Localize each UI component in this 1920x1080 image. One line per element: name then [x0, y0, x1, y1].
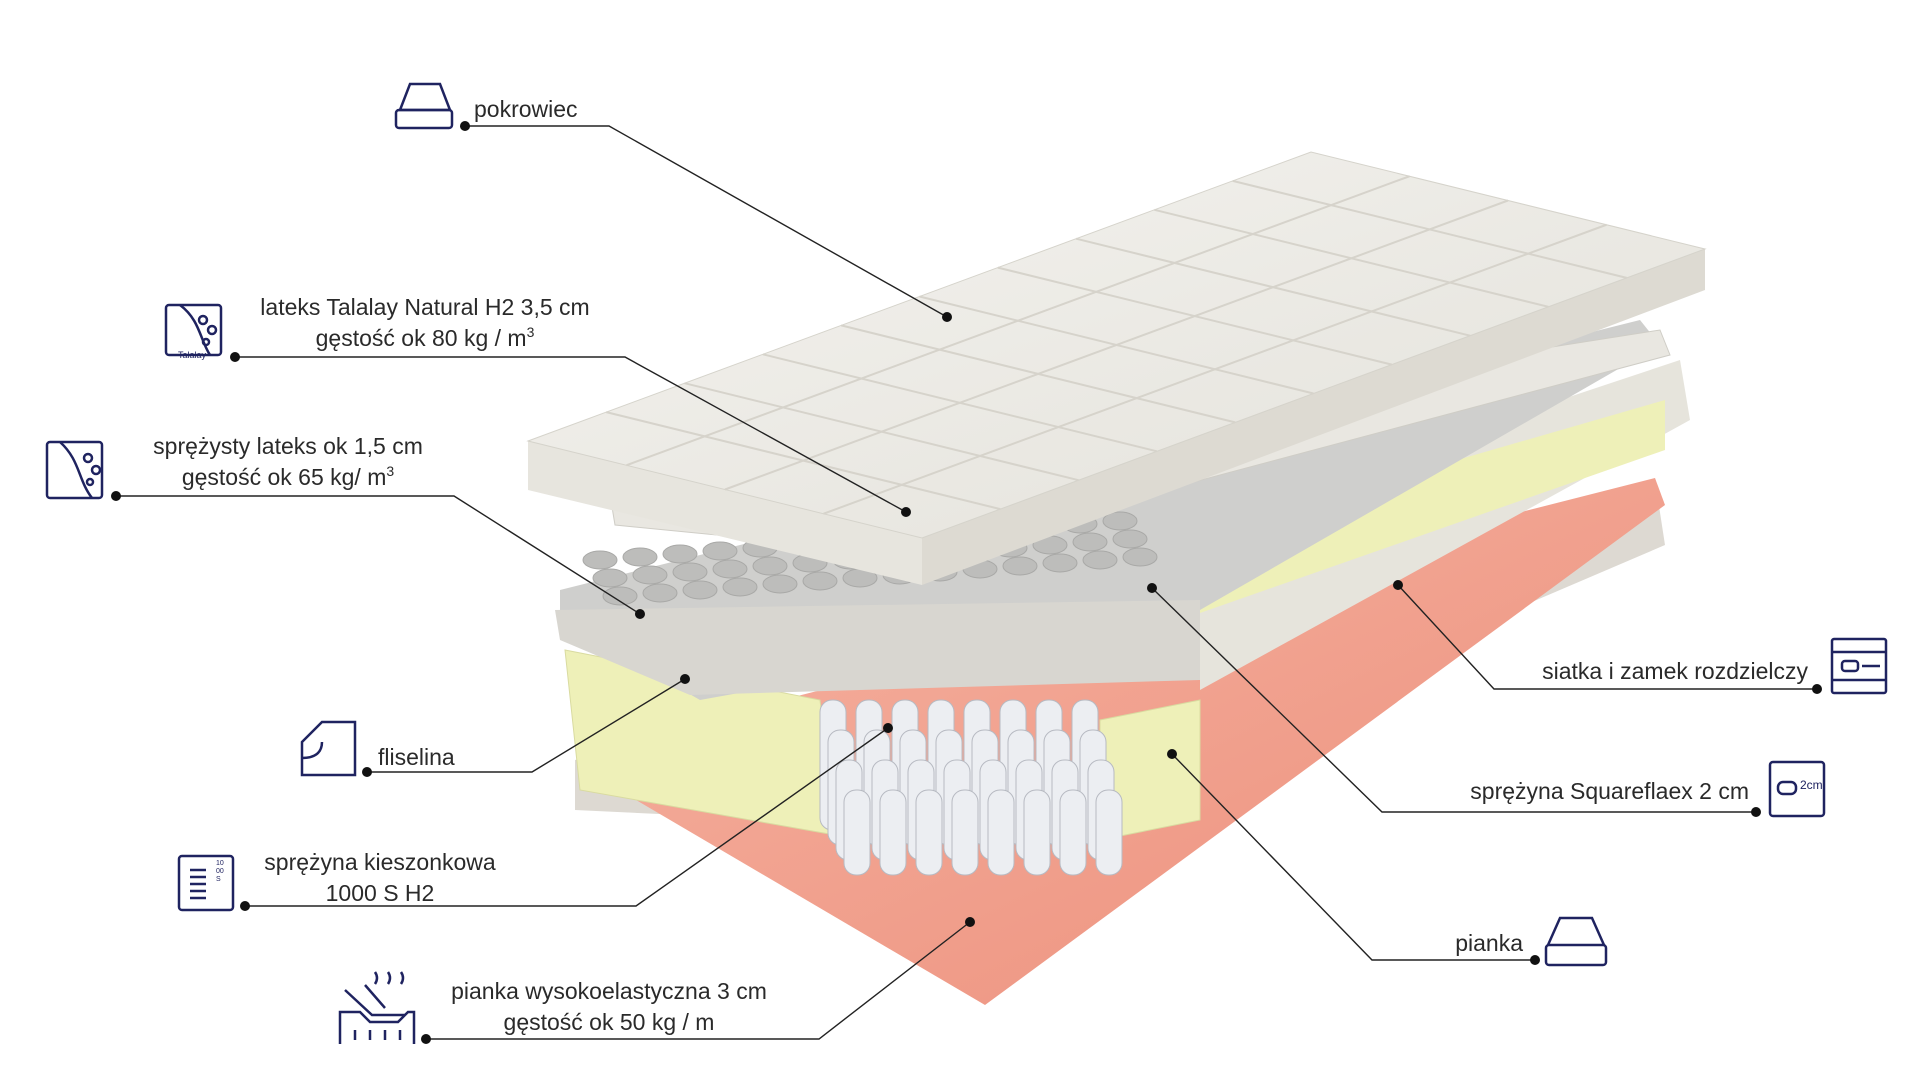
- label-zipper: siatka i zamek rozdzielczy: [1542, 658, 1808, 684]
- egg-bump: [1072, 532, 1108, 552]
- label-pocket-spring-line2: 1000 S H2: [325, 880, 435, 906]
- label-pocket-spring: sprężyna kieszonkowa 1000 S H2: [264, 847, 495, 909]
- mattress-cover-icon: [394, 82, 454, 130]
- label-squareflex: sprężyna Squareflaex 2 cm: [1470, 778, 1749, 804]
- pocket-spring: [951, 789, 979, 876]
- label-foam: pianka: [1455, 930, 1523, 956]
- label-latex-line1: sprężysty lateks ok 1,5 cm: [153, 433, 423, 459]
- egg-bump: [722, 577, 758, 597]
- egg-bump: [752, 556, 788, 576]
- cover-side-edge: [922, 249, 1705, 585]
- egg-bump: [1122, 547, 1158, 567]
- pocket-spring: [987, 789, 1015, 876]
- label-hr-foam-line2: gęstość ok 50 kg / m: [503, 1009, 715, 1035]
- quilt-seam: [626, 175, 1410, 467]
- pocket-spring: [1095, 789, 1123, 876]
- label-talalay-line1: lateks Talalay Natural H2 3,5 cm: [260, 294, 590, 320]
- leader-talalay: [235, 356, 907, 513]
- egg-bump: [1042, 553, 1078, 573]
- label-latex-line2: gęstość ok 65 kg/ m3: [181, 463, 395, 490]
- leader-foam: [1171, 753, 1535, 961]
- egg-bump: [592, 568, 628, 588]
- egg-bump: [762, 574, 798, 594]
- leader-lines: [116, 125, 1817, 1040]
- squareflex-icon-caption: 2cm: [1800, 778, 1823, 792]
- egg-bump: [712, 559, 748, 579]
- yellow-side: [1180, 400, 1665, 620]
- latex-icon: [45, 440, 104, 500]
- egg-bump: [702, 541, 738, 561]
- label-talalay-line2: gęstość ok 80 kg / m3: [315, 324, 535, 351]
- pocket-spring: [1023, 789, 1051, 876]
- cover-front-edge: [528, 441, 922, 585]
- egg-bump: [802, 571, 838, 591]
- pocket-spring: [879, 789, 907, 876]
- egg-bump: [622, 547, 658, 567]
- egg-bump: [682, 580, 718, 600]
- latex-sheet: [555, 600, 1200, 695]
- leader-squareflex: [1151, 587, 1756, 813]
- leader-latex: [116, 495, 641, 615]
- leader-hr-foam: [426, 921, 971, 1040]
- pocket-spring: [1059, 789, 1087, 876]
- leader-fleece: [367, 678, 686, 773]
- pocket-springs: [819, 699, 1123, 876]
- label-talalay: lateks Talalay Natural H2 3,5 cm gęstość…: [260, 292, 589, 354]
- squareflex-spring-icon: [1768, 760, 1826, 818]
- egg-bump: [1082, 550, 1118, 570]
- pocket-spring-icon-caption: 1000S: [216, 860, 224, 883]
- quilt-seam: [724, 199, 1509, 491]
- pocket-spring: [915, 789, 943, 876]
- fleece-sheet-icon: [300, 720, 357, 777]
- pocket-spring: [843, 789, 871, 876]
- label-latex: sprężysty lateks ok 1,5 cm gęstość ok 65…: [153, 431, 423, 493]
- cover-quilting: [606, 175, 1627, 515]
- egg-bump: [672, 562, 708, 582]
- label-cover: pokrowiec: [474, 96, 578, 122]
- leader-cover: [465, 125, 948, 318]
- egg-bump: [1112, 529, 1148, 549]
- hr-foam-icon: [338, 971, 416, 1044]
- egg-bump: [602, 586, 638, 606]
- zipper-mesh-icon: [1830, 637, 1888, 695]
- egg-bump: [662, 544, 698, 564]
- leader-pocket-spring: [245, 727, 889, 907]
- talalay-icon-caption: Talalay: [178, 350, 207, 360]
- egg-bump: [642, 583, 678, 603]
- egg-bump: [582, 550, 618, 570]
- egg-bump: [1102, 511, 1138, 531]
- pocket-spring-icon: [177, 854, 235, 912]
- leader-dots: [111, 121, 1822, 1044]
- label-fleece: fliselina: [378, 744, 455, 770]
- label-pocket-spring-line1: sprężyna kieszonkowa: [264, 849, 496, 875]
- foam-tray-icon: [1544, 916, 1608, 967]
- label-hr-foam-line1: pianka wysokoelastyczna 3 cm: [451, 978, 767, 1004]
- quilt-seam: [823, 223, 1607, 515]
- egg-bump: [632, 565, 668, 585]
- talalay-latex-icon: [164, 303, 223, 357]
- egg-bump: [1002, 556, 1038, 576]
- leader-zipper: [1397, 584, 1817, 690]
- label-hr-foam: pianka wysokoelastyczna 3 cm gęstość ok …: [451, 976, 767, 1038]
